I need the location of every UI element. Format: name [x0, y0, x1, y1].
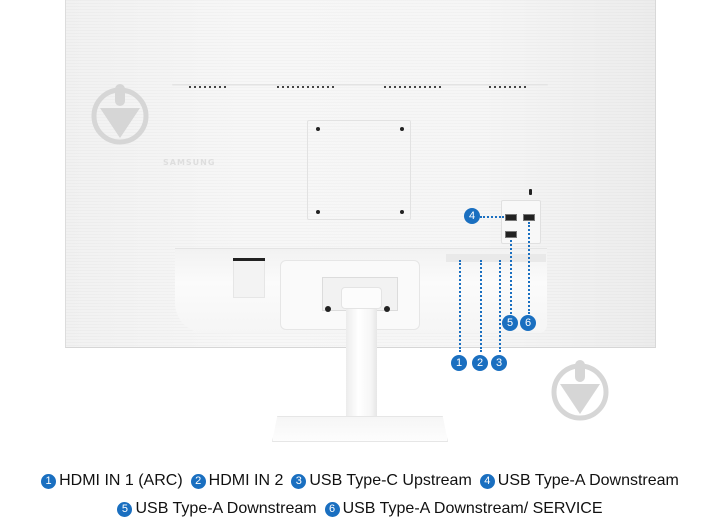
- legend-badge: 3: [291, 473, 307, 489]
- usb-a-port-5: [505, 231, 517, 238]
- vesa-screw-hole: [316, 127, 320, 131]
- callout-badge-6: 6: [520, 315, 536, 331]
- vent-slots: [384, 86, 441, 89]
- kensington-lock-slot: [529, 189, 532, 195]
- stand-screw: [325, 306, 331, 312]
- vesa-screw-hole: [400, 210, 404, 214]
- usb-a-port-4: [505, 214, 517, 221]
- legend-label: USB Type-A Downstream: [135, 500, 317, 517]
- callout-badge-2: 2: [472, 355, 488, 371]
- legend-item-2: 2 HDMI IN 2: [190, 472, 284, 490]
- callout-line-4: [480, 216, 504, 218]
- legend-badge: 1: [41, 473, 57, 489]
- legend-label: HDMI IN 2: [208, 472, 284, 489]
- legend-row-2: 5 USB Type-A Downstream 6 USB Type-A Dow…: [0, 500, 720, 518]
- usb-a-port-6: [523, 214, 535, 221]
- stand-screw: [384, 306, 390, 312]
- callout-badge-1: 1: [451, 355, 467, 371]
- stand-neck: [346, 288, 377, 441]
- legend-item-3: 3 USB Type-C Upstream: [291, 472, 472, 490]
- rear-port-row: [446, 254, 546, 262]
- callout-badge-4: 4: [464, 208, 480, 224]
- callout-line-6: [528, 222, 530, 314]
- vent-slots: [189, 86, 226, 89]
- vesa-screw-hole: [316, 210, 320, 214]
- legend-badge: 6: [324, 501, 340, 517]
- vent-slots: [277, 86, 334, 89]
- stand-base: [272, 416, 448, 442]
- callout-line-3: [499, 260, 501, 352]
- cable-holder: [233, 258, 265, 298]
- legend-item-5: 5 USB Type-A Downstream: [117, 500, 317, 518]
- vesa-screw-hole: [400, 127, 404, 131]
- vesa-mount-area: [307, 120, 411, 220]
- callout-badge-3: 3: [491, 355, 507, 371]
- vent-ridge: [172, 84, 548, 86]
- callout-line-2: [480, 260, 482, 352]
- callout-badge-5: 5: [502, 315, 518, 331]
- callout-line-5: [510, 240, 512, 314]
- legend-badge: 5: [117, 501, 133, 517]
- download-arrow-icon: [91, 84, 149, 145]
- legend-row-1: 1 HDMI IN 1 (ARC) 2 HDMI IN 2 3 USB Type…: [0, 472, 720, 490]
- callout-line-1: [459, 260, 461, 352]
- stand-neck-cap: [341, 287, 382, 309]
- vent-slots: [489, 86, 526, 89]
- download-arrow-icon: [551, 360, 609, 421]
- legend-item-1: 1 HDMI IN 1 (ARC): [41, 472, 183, 490]
- cable-holder-slot: [233, 258, 265, 261]
- port-labels: [446, 249, 546, 261]
- legend-item-6: 6 USB Type-A Downstream/ SERVICE: [324, 500, 603, 518]
- legend-label: USB Type-A Downstream: [497, 472, 679, 489]
- legend-badge: 4: [479, 473, 495, 489]
- brand-logo: SAMSUNG: [163, 158, 216, 167]
- legend-item-4: 4 USB Type-A Downstream: [479, 472, 679, 490]
- legend-label: USB Type-A Downstream/ SERVICE: [342, 500, 603, 517]
- legend-label: HDMI IN 1 (ARC): [59, 472, 183, 489]
- legend-badge: 2: [190, 473, 206, 489]
- legend-label: USB Type-C Upstream: [309, 472, 472, 489]
